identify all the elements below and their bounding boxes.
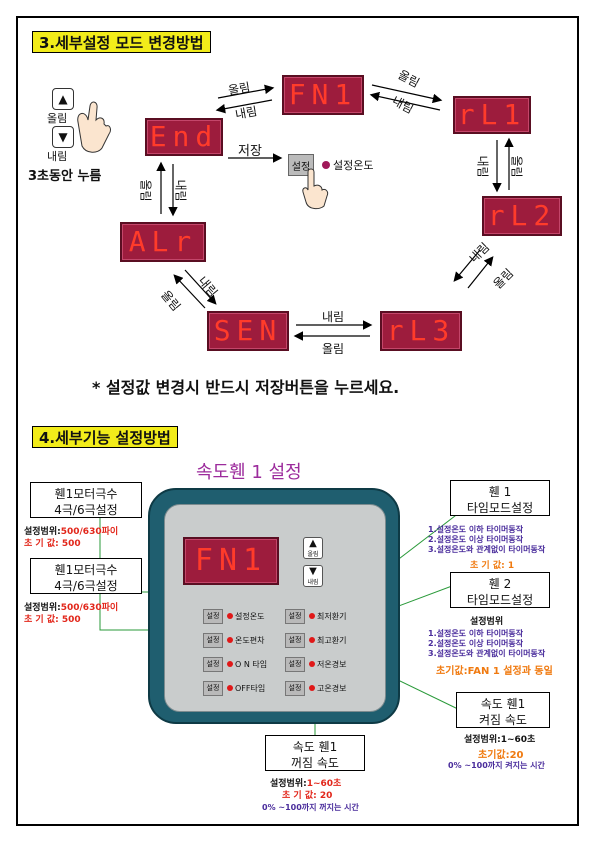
- rb1-opt2: 2.설정온도 이상 타이머동작: [428, 535, 524, 544]
- rb3-range: 설정범위:1~60초: [464, 735, 536, 745]
- pointing-hand-icon: [302, 168, 329, 210]
- rb3-init: 초기값:20: [478, 750, 524, 761]
- save-note: * 설정값 변경시 반드시 저장버튼을 누르세요.: [92, 378, 400, 397]
- rb1-opt3: 3.설정온도와 관계없이 타이머동작: [428, 545, 546, 554]
- left-box-1-init: 초 기 값: 500: [24, 539, 81, 549]
- save-target-label: 설정온도: [333, 159, 374, 172]
- rb2-init: 초기값:FAN 1 설정과 동일: [436, 666, 553, 677]
- section3-title: 3.세부설정 모드 변경방법: [32, 31, 211, 53]
- save-button[interactable]: 설정: [288, 154, 314, 176]
- label-down-5: 내림: [322, 310, 345, 324]
- left-box-2-init: 초 기 값: 500: [24, 615, 81, 625]
- bottom-box-init: 초 기 값: 20: [282, 791, 333, 801]
- left-box-1-range: 설정범위:500/630파이: [24, 527, 119, 537]
- rb2-range: 설정범위: [470, 617, 504, 627]
- display-rl3: rL3: [380, 311, 462, 351]
- rb1-opt1: 1.설정온도 이하 타이머동작: [428, 525, 524, 534]
- panel-up-button[interactable]: ▲올림: [303, 537, 323, 559]
- rb3-note: 0% ~100까지 켜지는 시간: [448, 761, 545, 770]
- label-save: 저장: [238, 144, 262, 159]
- bottom-box-note: 0% ~100까지 꺼지는 시간: [262, 803, 359, 812]
- display-sen: SEN: [207, 311, 289, 351]
- rb2-opt3: 3.설정온도와 관계없이 타이머동작: [428, 649, 546, 658]
- display-rl2: rL2: [482, 196, 562, 236]
- up-key-icon: ▲: [52, 88, 74, 110]
- section4-title: 4.세부기능 설정방법: [32, 426, 178, 448]
- rb2-opt2: 2.설정온도 이상 타이머동작: [428, 639, 524, 648]
- hand-icon: [77, 101, 111, 153]
- key-up-label: 올림: [47, 112, 68, 125]
- display-fn1: FN1: [282, 75, 364, 115]
- led-icon: [322, 161, 330, 169]
- panel-down-button[interactable]: ▼내림: [303, 565, 323, 587]
- display-rl1: rL1: [453, 96, 531, 134]
- label-up-5: 올림: [322, 342, 345, 356]
- key-down-label: 내림: [47, 150, 68, 163]
- down-key-icon: ▼: [52, 126, 74, 148]
- rb1-init: 초 기 값: 1: [470, 561, 515, 571]
- panel-display: FN1: [183, 537, 279, 585]
- page-frame: [16, 16, 579, 826]
- rb2-opt1: 1.설정온도 이하 타이머동작: [428, 629, 524, 638]
- panel-title: 속도휀 1 설정: [196, 462, 302, 483]
- display-alr: ALr: [120, 222, 206, 262]
- left-box-2-range: 설정범위:500/630파이: [24, 603, 119, 613]
- press-hint: 3초동안 누름: [28, 169, 102, 184]
- save-group: 설정 설정온도: [288, 152, 382, 178]
- bottom-box-range: 설정범위:1~60초: [270, 779, 342, 789]
- display-end: End: [145, 118, 223, 156]
